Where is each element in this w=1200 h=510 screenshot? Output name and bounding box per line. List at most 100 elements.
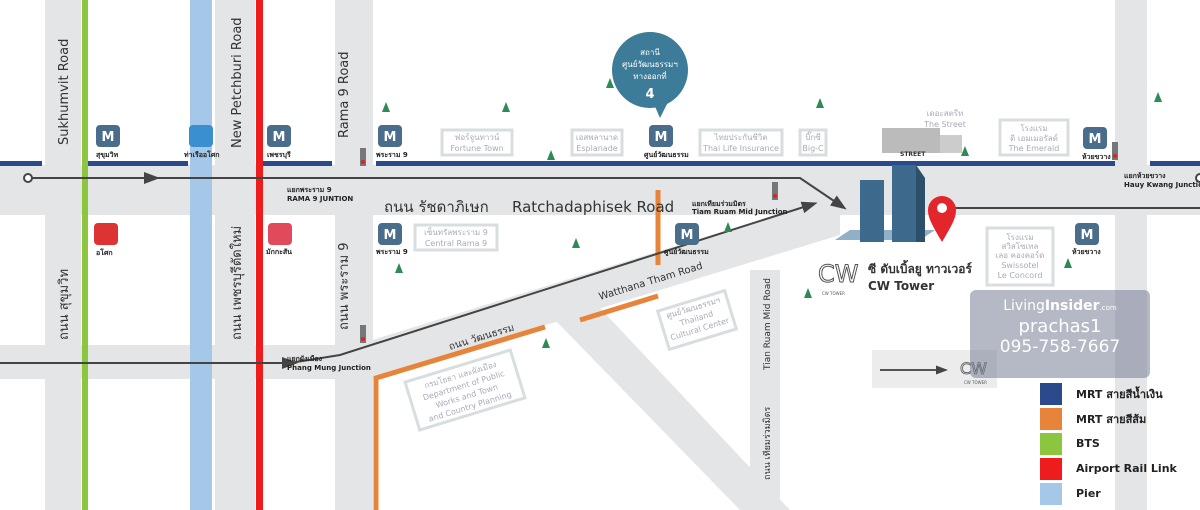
landmark-label: เอสพลานาด — [576, 133, 618, 142]
landmark-label: เซ็นทรัลพระราม 9 — [424, 227, 488, 237]
landmark-label: Fortune Town — [450, 144, 503, 153]
landmark-label: The Street — [923, 120, 966, 129]
svg-text:4: 4 — [645, 87, 654, 102]
road-label: ถนน เพชรบุรีตัดใหม่ — [229, 226, 245, 340]
airport-rail-link — [256, 0, 263, 510]
legend-swatch-airport-link — [1040, 457, 1062, 480]
junction-label: แยกพระราม 9 — [287, 186, 332, 194]
legend-swatch-bts — [1040, 432, 1062, 455]
svg-text:STREET: STREET — [900, 151, 926, 158]
road-label: Ratchadaphisek Road — [512, 198, 674, 216]
station-label: ห้วยขวาง — [1082, 152, 1111, 161]
svg-text:M: M — [681, 228, 694, 243]
landmark-label: Esplanade — [576, 144, 617, 153]
mrt-station-icon: M — [649, 125, 673, 147]
road-label: Sukhumvit Road — [57, 39, 72, 145]
legend-swatch-mrt-blue — [1040, 382, 1062, 405]
route-start-icon — [23, 173, 33, 183]
project-name-en: CW Tower — [868, 279, 934, 293]
landmark-label: ดิ เอมเมอรัลด์ — [1010, 133, 1058, 143]
route-start-icon — [1195, 173, 1200, 183]
svg-text:M: M — [1089, 132, 1102, 147]
road-label: ถนน พระราม 9 — [337, 242, 352, 330]
landmark-label: The Emerald — [1008, 144, 1060, 153]
project-name-th: ซี ดับเบิ้ลยู ทาวเวอร์ — [868, 259, 972, 277]
station-label: พระราม 9 — [376, 248, 408, 256]
landmark-label: Thai Life Insurance — [702, 144, 779, 153]
junction-label: RAMA 9 JUNTION — [287, 195, 353, 203]
mrt-station-icon: M — [267, 125, 291, 147]
landmarks — [403, 118, 1070, 432]
svg-text:M: M — [273, 130, 286, 145]
legend: MRT สายสีน้ำเงิน MRT สายสีส้ม BTS Airpor… — [1040, 381, 1177, 506]
legend-label: BTS — [1076, 437, 1100, 450]
landmark-label: เลอ คองคอร์ด — [996, 250, 1045, 260]
station-label: ห้วยขวาง — [1072, 247, 1101, 256]
legend-item: MRT สายสีส้ม — [1040, 406, 1177, 431]
pier-canal — [190, 0, 212, 510]
station-label: ท่าเรืออโศก — [184, 150, 220, 159]
watermark-phone: 095-758-7667 — [999, 337, 1121, 357]
livinginsider-logo: LivingInsider.com — [1003, 298, 1117, 314]
watermark: LivingInsider.com prachas1 095-758-7667 — [970, 290, 1150, 378]
bts-line — [82, 0, 88, 510]
junction-label: แยกผังเมือง — [287, 355, 323, 363]
bts-station-icon — [94, 223, 118, 245]
junction-label: แยกห้วยขวาง — [1124, 171, 1166, 180]
legend-label: MRT สายสีส้ม — [1076, 412, 1147, 426]
landmark-label: Swissotel — [1001, 261, 1038, 270]
mrt-station-icon: M — [96, 125, 120, 147]
legend-label: MRT สายสีน้ำเงิน — [1076, 387, 1163, 401]
legend-item: Pier — [1040, 481, 1177, 506]
road-label: New Petchburi Road — [230, 17, 245, 148]
landmark-label: Central Rama 9 — [425, 239, 487, 248]
svg-text:M: M — [384, 228, 397, 243]
station-icons: M สุขุมวิท ท่าเรืออโศก M เพชรบุรี M พระร… — [94, 125, 1111, 257]
pier-station-icon — [189, 125, 213, 147]
legend-item: Airport Rail Link — [1040, 456, 1177, 481]
road-label: ถนน เทียมร่วมมิตร — [762, 407, 773, 480]
landmark-label: ไทยประกันชีวิต — [713, 133, 767, 142]
station-label: มักกะสัน — [266, 248, 292, 256]
station-label: เพชรบุรี — [267, 151, 291, 159]
exit-callout: สถานี ศูนย์วัฒนธรรมฯ ทางออกที่ 4 — [612, 32, 688, 118]
legend-label: Pier — [1076, 487, 1101, 500]
mrt-station-icon: M — [1075, 223, 1099, 245]
mrt-station-icon: M — [1083, 127, 1107, 149]
road-label: Tian Ruam Mid Road — [763, 278, 773, 371]
road-label: ถนน รัชดาภิเษก — [384, 198, 489, 216]
station-label: สุขุมวิท — [96, 151, 119, 159]
junction-label: Hauy Kwang Junction — [1124, 181, 1200, 189]
airport-link-station-icon — [268, 223, 292, 245]
junction-label: Phang Mung Junction — [287, 364, 371, 372]
cw-logo: CW CW TOWER — [818, 260, 860, 297]
landmark-label: โรงแรม — [1020, 123, 1047, 133]
legend-label: Airport Rail Link — [1076, 462, 1177, 475]
watermark-user: prachas1 — [1018, 316, 1102, 337]
the-street-building-icon: STREET — [882, 128, 962, 158]
tree-icons — [382, 78, 1162, 348]
svg-text:M: M — [384, 130, 397, 145]
traffic-light-icons — [360, 142, 1118, 343]
junction-label: Tiam Ruam Mid Junction — [692, 208, 788, 216]
landmark-label: ฟอร์จูนทาวน์ — [455, 132, 500, 143]
mrt-station-icon: M — [675, 223, 699, 245]
svg-text:ศูนย์วัฒนธรรมฯ: ศูนย์วัฒนธรรมฯ — [622, 59, 678, 70]
station-label: อโศก — [96, 248, 113, 257]
svg-text:CW TOWER: CW TOWER — [964, 380, 987, 385]
landmark-label: บิ๊กซี — [805, 131, 821, 142]
legend-item: BTS — [1040, 431, 1177, 456]
landmark-label: Big-C — [802, 144, 824, 153]
svg-text:ทางออกที่: ทางออกที่ — [633, 70, 666, 81]
landmark-label: Le Concord — [998, 271, 1043, 280]
location-pin-icon — [928, 196, 956, 242]
road-label: Rama 9 Road — [337, 52, 352, 139]
cw-tower-building-icon — [835, 165, 935, 242]
svg-text:สถานี: สถานี — [640, 48, 660, 57]
station-label: ศูนย์วัฒนธรรม — [644, 150, 689, 160]
svg-text:CW TOWER: CW TOWER — [822, 291, 845, 296]
mrt-station-icon: M — [378, 125, 402, 147]
landmark-label: โรงแรม — [1006, 232, 1033, 242]
